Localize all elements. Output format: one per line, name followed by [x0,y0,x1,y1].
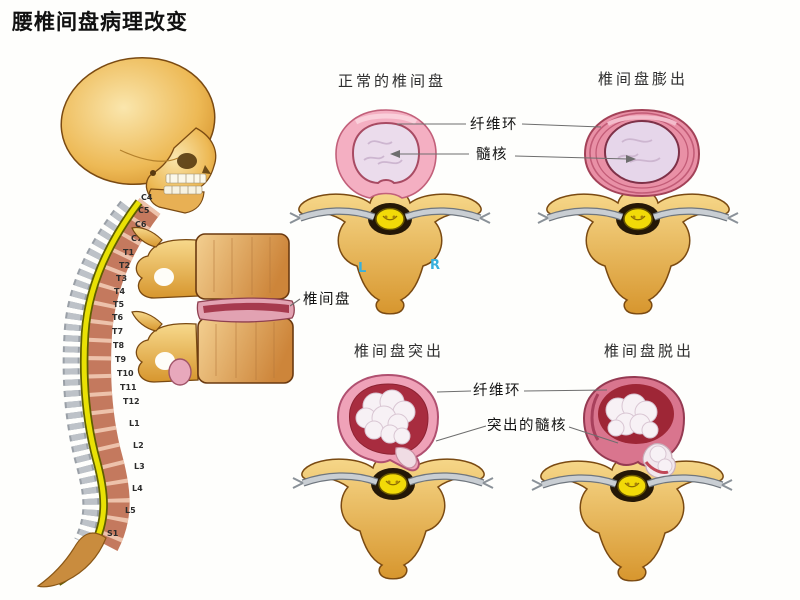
nucleus-lump [641,421,659,439]
nucleus-texture [363,155,385,161]
vertebra-label: T12 [123,397,140,406]
nucleus-pulposus [351,121,421,185]
vertebra-label: T7 [112,327,123,336]
vertebra-label: L4 [132,484,143,493]
vertebra-label: T9 [115,355,126,364]
foramen-upper [154,268,174,286]
vertebrae-lateral-view: 椎间盘 [131,226,351,386]
disc-side-label: 椎间盘 [303,290,351,308]
vertebra-label: S1 [107,529,119,538]
vertebra-label: L1 [129,419,140,428]
annulus-ring [589,112,695,194]
vertebra-label: T4 [114,287,125,296]
vertebra-label: T1 [123,248,134,257]
vertebra-label: C4 [141,193,153,202]
normal-disc-diagram [290,109,490,315]
vertebra-label: C6 [135,220,147,229]
nucleus-pulposus-enlarged [604,120,680,184]
protrusion-disc-diagram [293,373,493,580]
vertebra-label: C7 [131,234,142,243]
vertebra-label: T8 [113,341,124,350]
normal-disc-title: 正常的椎间盘 [338,72,446,90]
nucleus-bottom-leader-left [435,425,487,442]
bulge-disc-diagram [538,108,738,315]
temporal-line [119,149,179,162]
spine-side-view: C4 C5 C6 C7 T1 T2 T3 T4 T5 T6 T7 T8 T9 T… [36,56,217,588]
annulus-shade [590,393,600,441]
bottom-annotations: 纤维环 突出的髓核 [435,382,619,444]
vertebra-label: L3 [134,462,145,471]
protrusion-disc-title: 椎间盘突出 [354,342,444,360]
arrowhead-right-icon [626,155,636,163]
vertebra-label: T10 [117,369,134,378]
vertebra-label: T5 [113,300,124,309]
nucleus-lump [607,419,625,437]
ear-canal [150,170,156,176]
nucleus-bottom-leader-right [568,426,619,444]
spinous-processes-light [64,201,133,545]
orientation-left-label: L [358,261,366,276]
nucleus-texture [367,140,393,145]
vertebra-level-labels: C4 C5 C6 C7 T1 T2 T3 T4 T5 T6 T7 T8 T9 T… [107,193,153,538]
disc-bulb [168,358,192,386]
sacrum [36,532,107,588]
annulus-highlight [607,115,677,126]
vertebra-label: T2 [119,261,130,270]
prolapse-disc-diagram [532,375,732,582]
disc-side-leader-line [289,298,301,307]
nucleus-lump [393,427,411,445]
nucleus-texture [617,153,639,159]
arrowhead-left-icon [390,150,400,158]
vertebral-body-lower [197,317,294,384]
normal-disc [335,109,437,199]
top-annotations: 纤维环 髓核 [390,116,636,163]
nucleus-lump [364,420,384,440]
nucleus-bottom-label: 突出的髓核 [487,417,567,434]
eye-socket [177,153,197,169]
nucleus-texture [621,138,653,143]
annulus-bottom-leader-right [523,389,608,392]
nucleus-top-label: 髓核 [476,146,508,163]
annulus-top-leader-right [521,123,602,128]
bulging-disc [583,108,701,198]
vertebral-body-upper [195,233,290,300]
teeth-lines [169,174,201,194]
nucleus-texture [629,157,661,163]
vertebra-label: T11 [120,383,137,392]
nucleus-top-leader-right [514,155,629,160]
page-title: 腰椎间盘病理改变 [12,10,188,34]
bulge-disc-title: 椎间盘膨出 [598,70,688,88]
bone-texture [213,237,275,380]
protruded-disc [336,373,440,472]
vertebra-label: T6 [112,313,123,322]
vertebra-label: T3 [116,274,127,283]
prolapse-disc-title: 椎间盘脱出 [604,342,694,360]
vertebra-label: C5 [138,206,150,215]
process-horn-lower [131,310,163,332]
mandible [148,188,205,214]
disc-inner-band [203,302,289,313]
annulus-bottom-label: 纤维环 [473,382,521,399]
disc-gaps [85,198,161,551]
nucleus-lump [649,445,667,463]
process-horn-upper [131,226,163,248]
nasal-aperture [202,165,211,174]
tear-smear [644,461,669,474]
vertebra-label: L5 [125,506,136,515]
annulus-top-label: 纤维环 [470,116,518,133]
lower-teeth [163,185,203,195]
orientation-right-label: R [430,258,440,273]
nucleus-texture [377,159,403,165]
skull [60,56,217,214]
annulus-highlight [354,113,418,125]
prolapsed-disc [582,375,686,479]
annulus-bottom-leader-left [436,390,472,393]
vertebra-label: L2 [133,441,144,450]
protruded-nucleus [395,446,417,469]
